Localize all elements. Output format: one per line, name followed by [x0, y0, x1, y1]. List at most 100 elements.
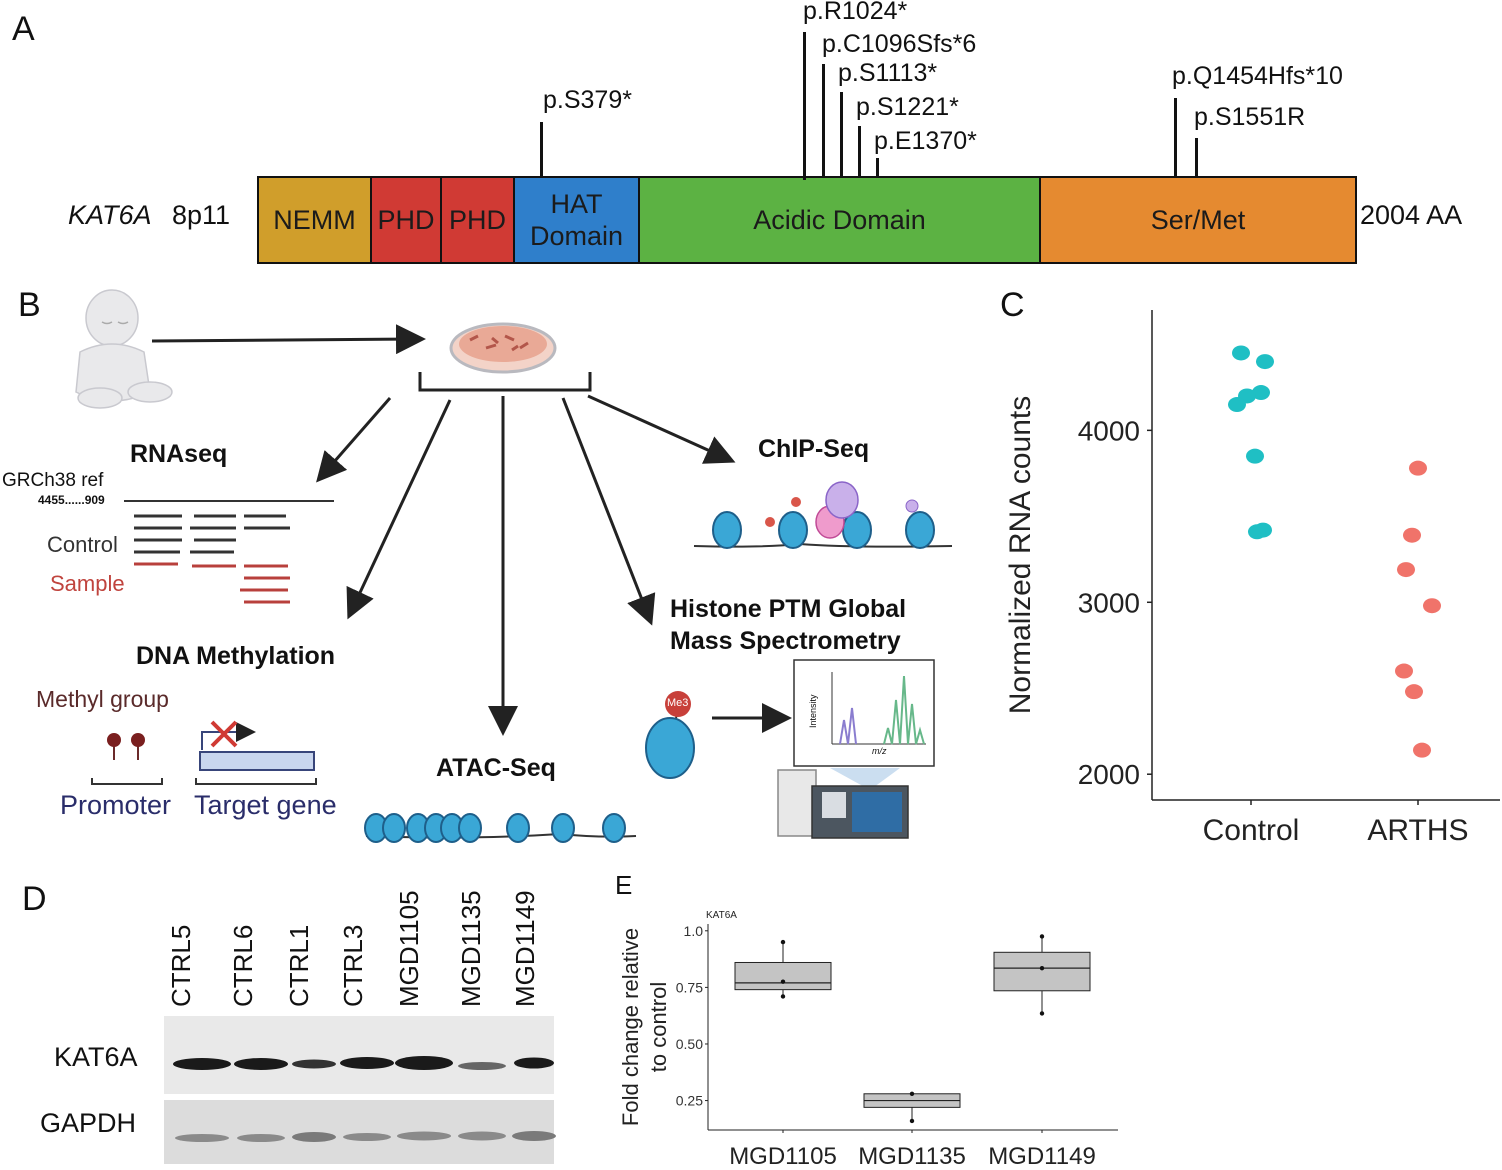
domain-acidic: Acidic Domain [640, 178, 1041, 262]
data-point [1409, 460, 1427, 476]
domain-nemm: NEMM [259, 178, 372, 262]
y-tick-label: 0.75 [676, 979, 703, 995]
rnaseq-coords: 4455......909 [38, 493, 105, 507]
data-point [1405, 684, 1423, 700]
mutation-line [1195, 138, 1198, 178]
data-point [1246, 448, 1264, 464]
me3-nucleosome-icon [645, 691, 695, 779]
mutation-label: p.E1370* [874, 127, 977, 155]
lane-label: MGD1149 [510, 890, 540, 1007]
chart-title: KAT6A [706, 910, 737, 921]
gapdh-bands [175, 1131, 556, 1142]
rnaseq-sample-reads [134, 562, 290, 604]
lane-label: CTRL5 [166, 924, 196, 1007]
chipseq-title: ChIP-Seq [758, 435, 870, 463]
rnaseq-control-label: Control [47, 532, 118, 557]
box [993, 951, 1091, 992]
data-point [1423, 598, 1441, 614]
western-blot [164, 1016, 556, 1164]
data-point [1397, 562, 1415, 578]
ms-title-line2: Mass Spectrometry [670, 627, 901, 655]
data-point [1228, 397, 1246, 413]
box [734, 961, 832, 991]
data-point [780, 979, 786, 984]
panel-c-letter: C [1000, 286, 1025, 324]
target-gene-icon [195, 720, 317, 785]
data-point [1039, 965, 1045, 971]
lane-label: CTRL6 [228, 924, 258, 1007]
mutation-label: p.C1096Sfs*6 [822, 30, 977, 58]
y-axis-title-line2: to control [646, 982, 671, 1073]
x-tick-label: Control [1203, 814, 1300, 847]
x-tick-label: MGD1105 [729, 1143, 837, 1170]
y-tick-label: 0.50 [676, 1036, 703, 1052]
protein-length: 2004 AA [1360, 200, 1463, 230]
mutation-label: p.S1551R [1194, 103, 1306, 131]
domain-phd-2: PHD [442, 178, 515, 262]
mutation-line [840, 92, 843, 178]
mutation-label: p.R1024* [803, 0, 908, 25]
dna-methylation-title: DNA Methylation [136, 642, 336, 670]
ms-title-line1: Histone PTM Global [670, 595, 907, 623]
data-point [1252, 385, 1270, 401]
lane-label: MGD1135 [456, 890, 486, 1007]
methyl-group-icon [91, 733, 163, 785]
x-tick-label: ARTHS [1367, 814, 1468, 847]
mutation-label: p.S1221* [856, 93, 959, 121]
chipseq-nucleosomes-icon [693, 481, 953, 549]
y-tick-label: 2000 [1078, 759, 1140, 790]
workflow-diagram [75, 289, 953, 843]
gapdh-row-label: GAPDH [40, 1108, 137, 1138]
target-gene-label: Target gene [194, 790, 337, 820]
data-point [1232, 345, 1250, 361]
domain-phd-1: PHD [372, 178, 442, 262]
mutation-line [876, 158, 879, 178]
mz-label: m/z [872, 746, 887, 756]
gene-name: KAT6A [68, 200, 152, 230]
data-point [780, 939, 786, 945]
data-point [1413, 742, 1431, 758]
lane-label: CTRL1 [284, 924, 314, 1007]
mutation-label: p.S379* [543, 86, 632, 114]
mutation-label: p.S1113* [838, 59, 938, 87]
panel-e-letter: E [615, 870, 633, 900]
mutation-line [858, 126, 861, 178]
rnaseq-ref-label: GRCh38 ref [2, 470, 104, 491]
mutation-line [803, 32, 806, 180]
data-point [1403, 527, 1421, 543]
x-tick-label: MGD1149 [988, 1143, 1096, 1170]
infant-icon [75, 289, 173, 409]
data-point [1256, 354, 1274, 370]
y-tick-label: 4000 [1078, 415, 1140, 446]
gene-locus: 8p11 [172, 200, 231, 230]
data-point [1039, 934, 1045, 939]
panel-b-letter: B [18, 286, 41, 324]
x-tick-label: MGD1135 [858, 1143, 966, 1170]
gapdh-blot-strip [164, 1100, 554, 1164]
lane-label: CTRL3 [338, 924, 368, 1007]
mutation-label: p.Q1454Hfs*10 [1172, 62, 1343, 90]
mutation-line [540, 122, 543, 178]
kat6a-bands [173, 1056, 554, 1070]
data-point [1395, 663, 1413, 679]
me3-label: Me3 [667, 697, 689, 709]
domain-hat: HAT Domain [515, 178, 640, 262]
rnaseq-sample-label: Sample [50, 571, 125, 596]
data-point [1039, 1011, 1045, 1016]
rnaseq-title: RNAseq [130, 440, 228, 468]
data-point [780, 994, 786, 999]
mutation-line [822, 64, 825, 178]
mutation-line [1174, 98, 1177, 178]
atac-nucleosomes-icon [364, 813, 637, 843]
lane-label: MGD1105 [394, 890, 424, 1007]
y-tick-label: 0.25 [676, 1093, 703, 1109]
y-tick-label: 3000 [1078, 587, 1140, 618]
kat6a-row-label: KAT6A [54, 1042, 138, 1072]
mass-spectrometer-instrument-icon [777, 769, 909, 839]
data-point [1248, 524, 1266, 540]
cell-culture-dish-icon [449, 322, 557, 374]
y-tick-label: 1.0 [684, 923, 704, 939]
kat6a-blot-strip [164, 1016, 554, 1094]
